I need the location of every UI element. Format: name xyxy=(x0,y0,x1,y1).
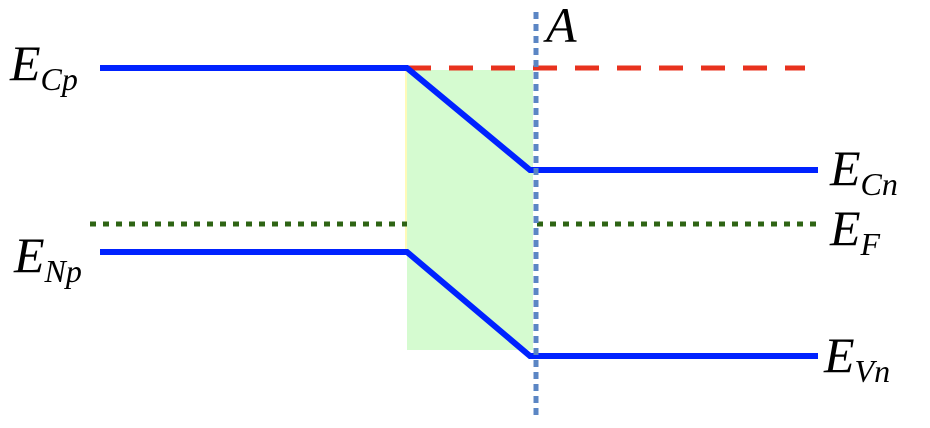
label-ecp: ECp xyxy=(9,35,78,97)
label-ef: EF xyxy=(829,200,881,262)
label-enp: ENp xyxy=(13,227,82,289)
label-ecn: ECn xyxy=(829,140,898,202)
label-evn: EVn xyxy=(823,327,890,389)
lower-band xyxy=(100,249,818,359)
label-a: A xyxy=(543,0,577,53)
conduction-band xyxy=(100,65,818,173)
